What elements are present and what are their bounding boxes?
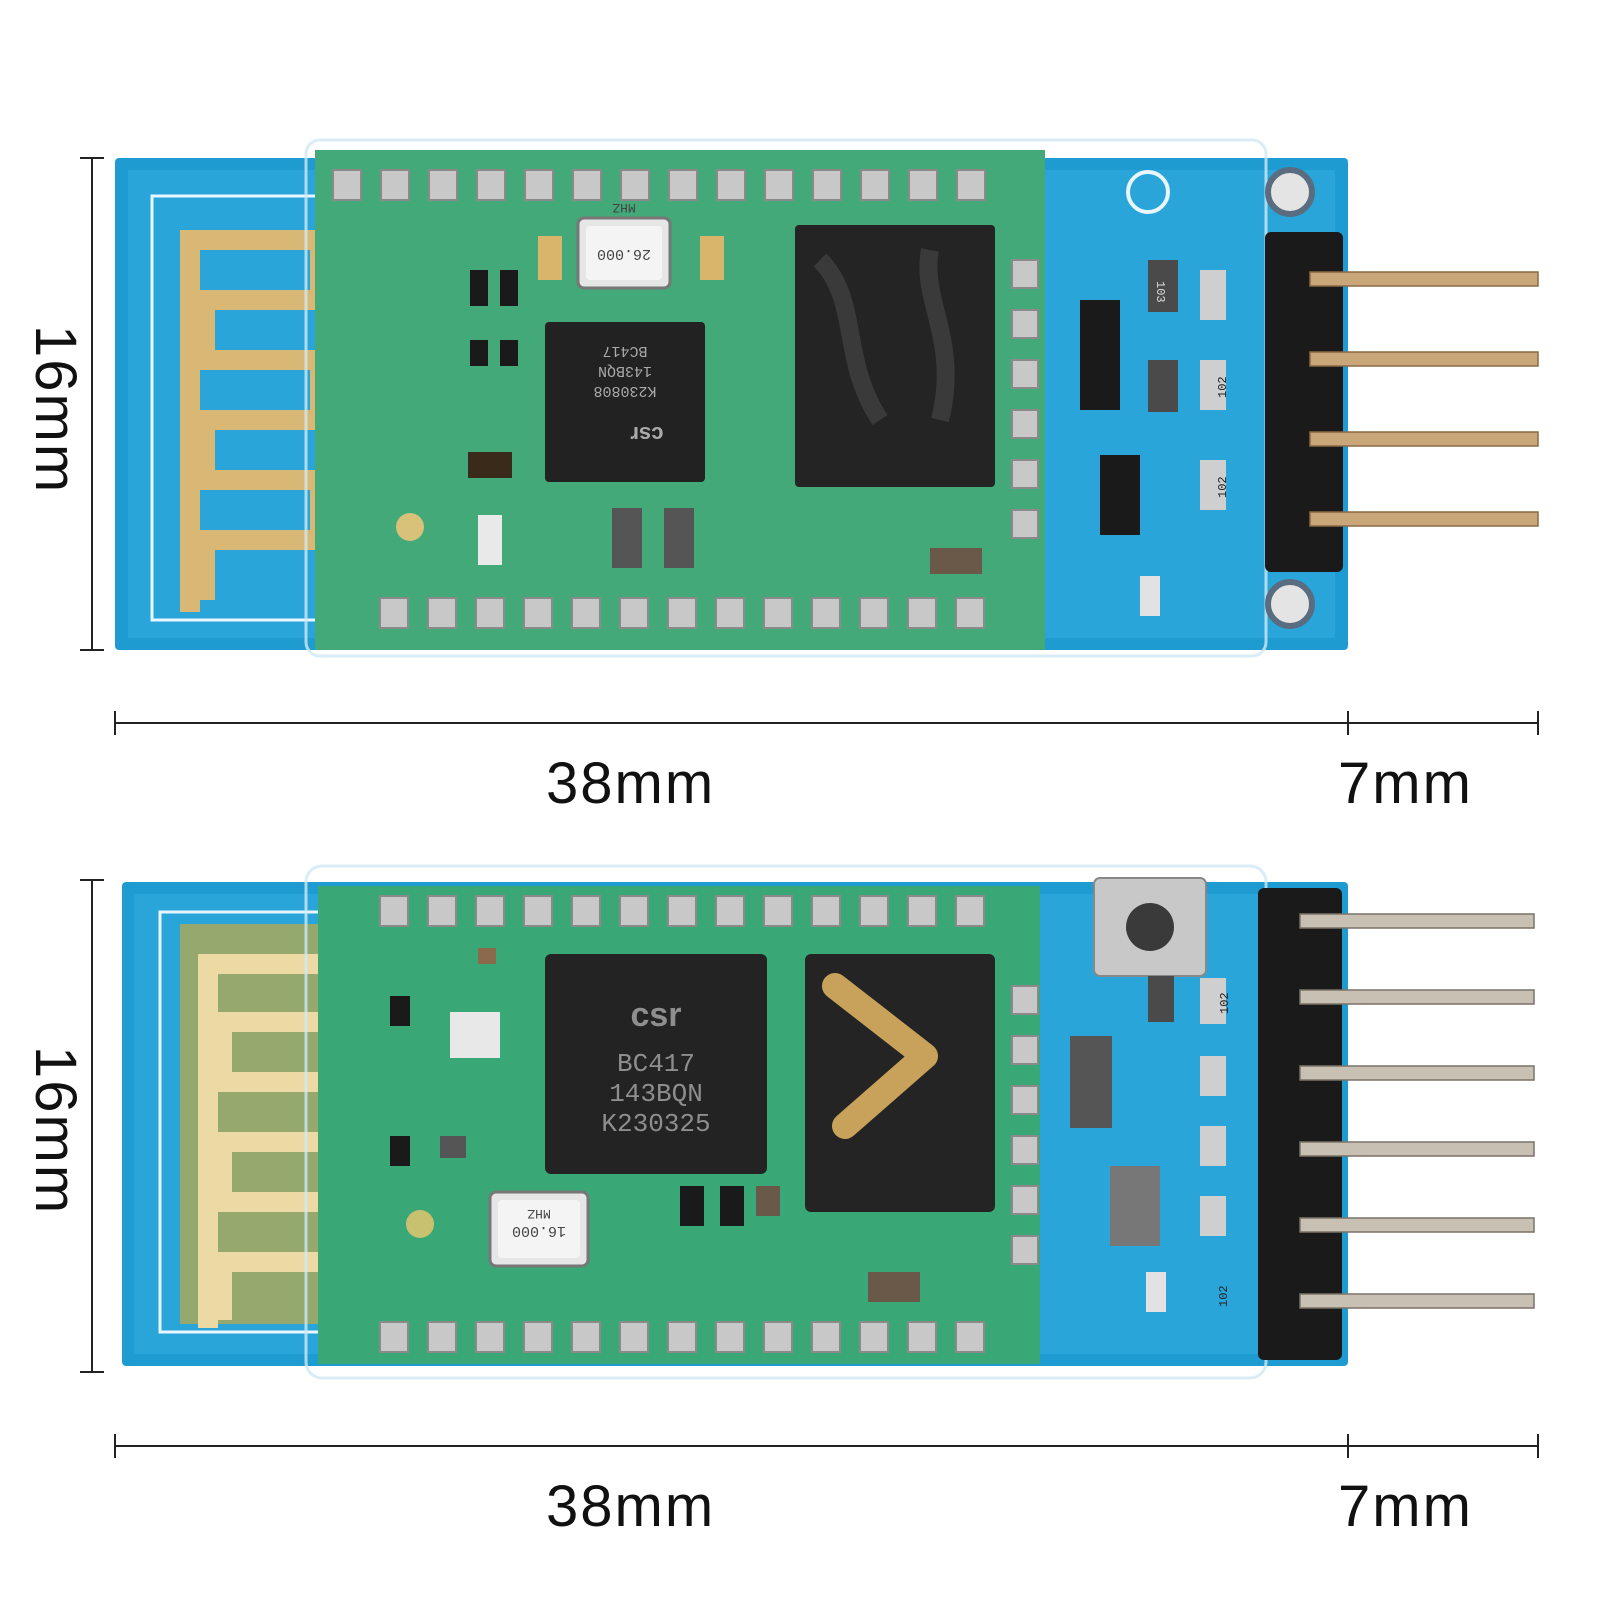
module-4pin-photo: 26.000 MHZ K230808 143BQN BC417 csr [80,138,1539,735]
svg-text:103: 103 [1153,281,1167,303]
castellated-pads-bottom [379,1321,985,1353]
crystal-oscillator: 26.000 MHZ [576,200,672,290]
svg-text:143BQN: 143BQN [609,1079,703,1109]
bc417-chip: K230808 143BQN BC417 csr [545,322,705,482]
svg-text:csr: csr [630,422,663,447]
svg-text:143BQN: 143BQN [598,362,652,379]
flash-chip [805,954,995,1212]
tactile-button [1093,877,1207,977]
castellated-pads-top [332,169,986,201]
svg-text:K230808: K230808 [593,382,656,399]
width-label: 38mm [546,1474,716,1539]
module-6pin: csr BC417 143BQN K230325 16.000 MHZ [0,716,1600,1536]
regulator-components: 103 102 102 [1080,260,1230,616]
pin-header-housing [1258,888,1342,1360]
svg-text:MHZ: MHZ [612,200,636,215]
height-dimension-line [80,879,104,1373]
svg-text:BC417: BC417 [602,342,647,359]
module-4pin: 26.000 MHZ K230808 143BQN BC417 csr [23,138,1539,813]
castellated-pads-bottom [379,597,985,629]
bc417-chip: csr BC417 143BQN K230325 [545,954,767,1174]
svg-text:102: 102 [1216,376,1230,398]
castellated-pads-top [379,895,985,927]
pin-length-label: 7mm [1338,1474,1473,1539]
castellated-pads-side [1011,985,1039,1265]
regulator-components: 102 102 [1070,976,1232,1312]
svg-text:102: 102 [1218,992,1232,1014]
crystal-oscillator: 16.000 MHZ [488,1190,590,1268]
width-dimension-line [114,711,1539,735]
svg-text:102: 102 [1217,1285,1231,1307]
svg-text:MHZ: MHZ [527,1206,551,1221]
smd-components [390,948,920,1302]
mounting-hole-bottom [1265,579,1315,629]
height-label: 16mm [23,1046,88,1216]
height-dimension-line [80,157,104,651]
header-pins [1299,913,1535,1309]
header-pins [1309,271,1539,527]
mounting-hole-top [1265,167,1315,217]
pin-header-housing [1265,232,1343,572]
svg-text:16.000: 16.000 [512,1222,566,1239]
module-6pin-photo: csr BC417 143BQN K230325 16.000 MHZ [80,864,1539,1458]
svg-text:BC417: BC417 [617,1049,695,1079]
svg-text:26.000: 26.000 [597,245,651,262]
height-label: 16mm [23,325,88,495]
castellated-pads-side [1011,259,1039,539]
width-label: 38mm [546,751,716,816]
smd-components [468,236,982,574]
svg-text:102: 102 [1216,476,1230,498]
width-dimension-line [114,1434,1539,1458]
svg-text:csr: csr [630,996,681,1034]
svg-text:K230325: K230325 [601,1109,710,1139]
pin-length-label: 7mm [1338,751,1473,816]
